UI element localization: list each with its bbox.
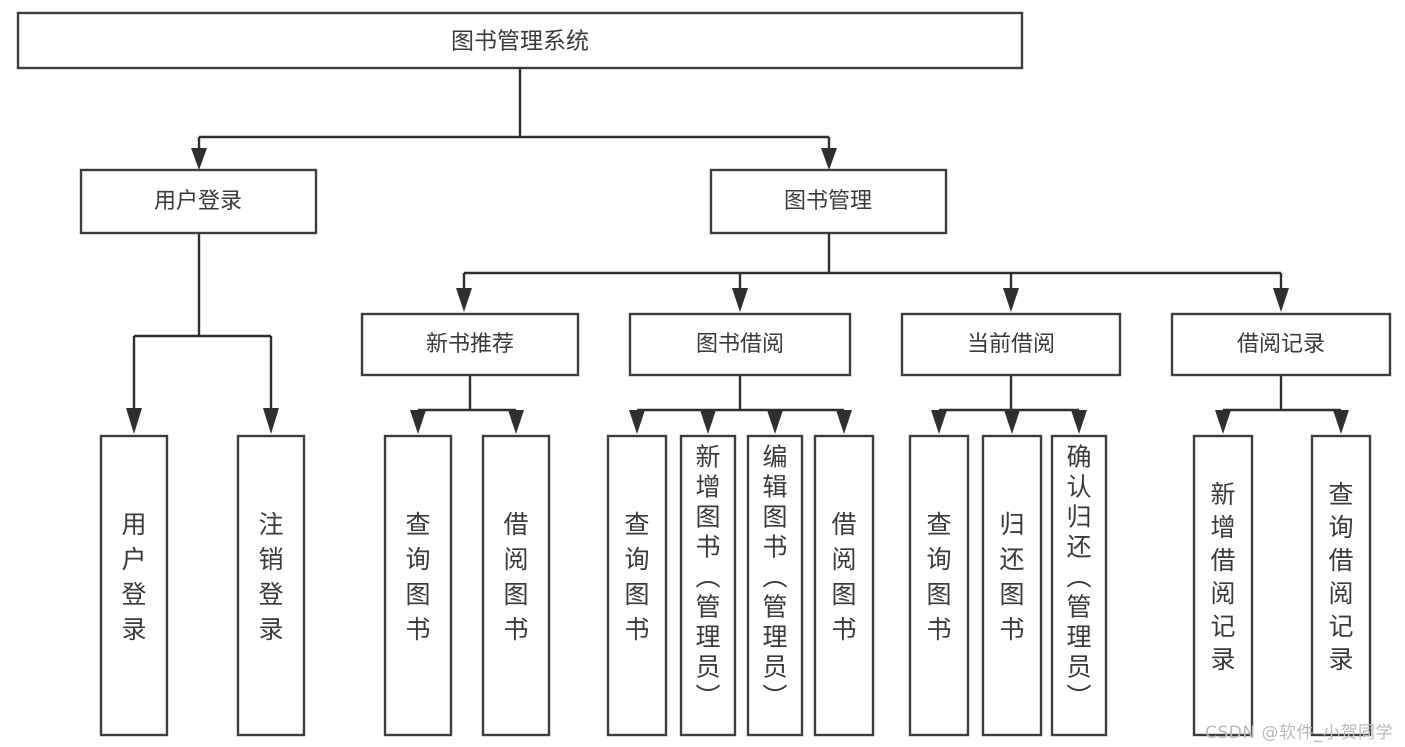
node-leaf-user-login-label: 用户登录 — [121, 510, 146, 644]
node-leaf-query-book-rec-label: 查询图书 — [405, 510, 430, 644]
node-leaf-borrow-book-box[interactable] — [813, 434, 875, 737]
node-leaf-borrow-book[interactable]: 借阅图书 — [813, 434, 875, 737]
node-leaf-add-book-label: 新增图书︵管理员︶ — [695, 443, 720, 712]
node-leaf-borrow-book-rec-label: 借阅图书 — [503, 510, 528, 644]
node-leaf-user-login[interactable]: 用户登录 — [99, 434, 169, 737]
node-leaf-borrow-book-label: 借阅图书 — [831, 510, 856, 644]
node-borrow-record-label: 借阅记录 — [1237, 332, 1325, 357]
node-root-label: 图书管理系统 — [451, 29, 589, 55]
node-leaf-add-book-box[interactable] — [679, 434, 737, 737]
node-leaf-user-login-box[interactable] — [99, 434, 169, 737]
node-leaf-edit-book-box[interactable] — [746, 434, 804, 737]
node-borrow-record[interactable]: 借阅记录 — [1170, 312, 1392, 377]
node-leaf-return-book-label: 归还图书 — [999, 510, 1024, 644]
node-root[interactable]: 图书管理系统 — [16, 11, 1024, 70]
node-leaf-confirm-return-box[interactable] — [1050, 434, 1108, 737]
node-leaf-query-record-label: 查询借阅记录 — [1328, 480, 1353, 674]
node-leaf-add-book[interactable]: 新增图书︵管理员︶ — [679, 434, 737, 737]
node-leaf-return-book-box[interactable] — [981, 434, 1043, 737]
node-leaf-query-book-borrow-label: 查询图书 — [624, 510, 649, 644]
arrow-head-icon — [1333, 410, 1349, 434]
connector-layer — [126, 68, 1349, 434]
arrow-head-icon — [263, 408, 279, 434]
arrow-head-icon — [410, 410, 426, 434]
node-book-borrow-label: 图书借阅 — [696, 332, 784, 357]
node-leaf-confirm-return[interactable]: 确认归还︵管理员︶ — [1050, 434, 1108, 737]
node-leaf-add-record[interactable]: 新增借阅记录 — [1192, 434, 1254, 737]
node-leaf-user-logout-label: 注销登录 — [258, 510, 283, 644]
arrow-head-icon — [931, 410, 947, 434]
node-book-borrow-box[interactable] — [628, 312, 852, 377]
node-leaf-query-record[interactable]: 查询借阅记录 — [1310, 434, 1372, 737]
node-book-manage-box[interactable] — [709, 168, 948, 235]
arrow-head-icon — [1004, 410, 1020, 434]
arrow-head-icon — [700, 410, 716, 434]
node-current-borrow-label: 当前借阅 — [967, 332, 1055, 357]
node-leaf-add-record-label: 新增借阅记录 — [1210, 480, 1235, 674]
leaf-layer: 用户登录 注销登录 查询图书 借阅图书 查询图书 新增图书︵管理员︶ 编辑图书︵管理员︶ 借阅… — [99, 434, 1372, 737]
arrow-head-icon — [1215, 410, 1231, 434]
node-leaf-add-record-box[interactable] — [1192, 434, 1254, 737]
node-leaf-edit-book[interactable]: 编辑图书︵管理员︶ — [746, 434, 804, 737]
arrow-head-icon — [191, 148, 207, 170]
node-leaf-query-book-cur-label: 查询图书 — [926, 510, 951, 644]
node-leaf-edit-book-label: 编辑图书︵管理员︶ — [762, 443, 787, 712]
arrow-head-icon — [836, 410, 852, 434]
arrow-head-icon — [456, 288, 472, 312]
arrow-head-icon — [732, 288, 748, 312]
arrow-head-icon — [126, 408, 142, 434]
node-new-book-rec-box[interactable] — [360, 312, 580, 377]
node-leaf-query-book-borrow[interactable]: 查询图书 — [606, 434, 668, 737]
node-root-box[interactable] — [16, 11, 1024, 70]
node-leaf-query-book-cur-box[interactable] — [908, 434, 970, 737]
arrow-head-icon — [1273, 288, 1289, 312]
node-leaf-confirm-return-label: 确认归还︵管理员︶ — [1066, 443, 1091, 712]
node-leaf-borrow-book-rec-box[interactable] — [481, 434, 551, 737]
node-leaf-query-book-rec-box[interactable] — [383, 434, 453, 737]
node-user-login-label: 用户登录 — [154, 189, 242, 214]
node-current-borrow[interactable]: 当前借阅 — [900, 312, 1122, 377]
node-user-login[interactable]: 用户登录 — [79, 168, 318, 235]
node-leaf-return-book[interactable]: 归还图书 — [981, 434, 1043, 737]
node-leaf-user-logout-box[interactable] — [236, 434, 306, 737]
node-book-manage[interactable]: 图书管理 — [709, 168, 948, 235]
node-user-login-box[interactable] — [79, 168, 318, 235]
node-current-borrow-box[interactable] — [900, 312, 1122, 377]
node-book-borrow[interactable]: 图书借阅 — [628, 312, 852, 377]
node-book-manage-label: 图书管理 — [784, 189, 872, 214]
node-leaf-query-book-rec[interactable]: 查询图书 — [383, 434, 453, 737]
node-leaf-query-record-box[interactable] — [1310, 434, 1372, 737]
arrow-head-icon — [1071, 410, 1087, 434]
node-leaf-query-book-cur[interactable]: 查询图书 — [908, 434, 970, 737]
arrow-head-icon — [767, 410, 783, 434]
node-new-book-rec[interactable]: 新书推荐 — [360, 312, 580, 377]
arrow-head-icon — [1003, 288, 1019, 312]
node-leaf-user-logout[interactable]: 注销登录 — [236, 434, 306, 737]
arrow-head-icon — [821, 148, 837, 170]
node-borrow-record-box[interactable] — [1170, 312, 1392, 377]
node-new-book-rec-label: 新书推荐 — [426, 332, 514, 357]
node-leaf-query-book-borrow-box[interactable] — [606, 434, 668, 737]
node-leaf-borrow-book-rec[interactable]: 借阅图书 — [481, 434, 551, 737]
arrow-head-icon — [508, 410, 524, 434]
arrow-head-icon — [629, 410, 645, 434]
